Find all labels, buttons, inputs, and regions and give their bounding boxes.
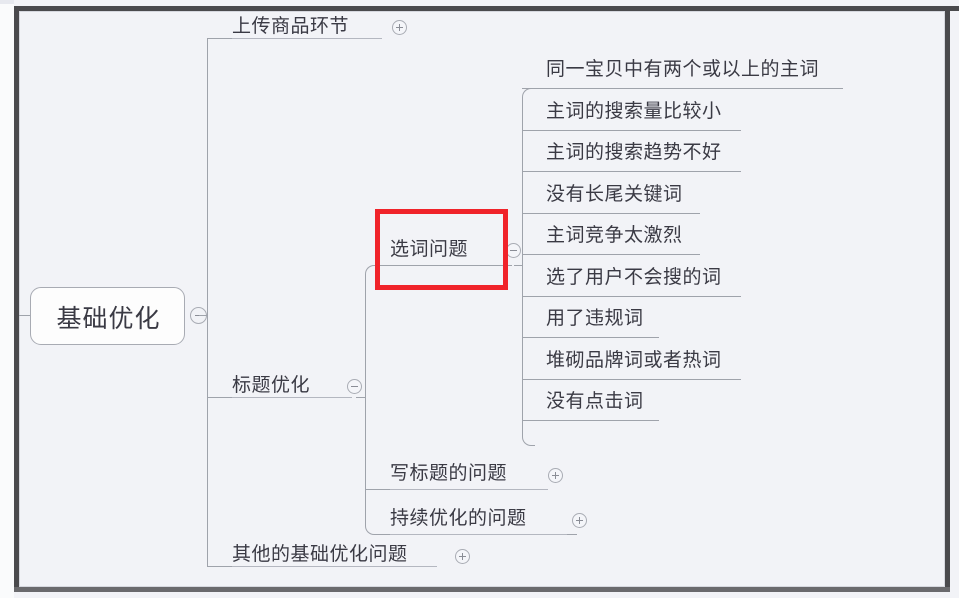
node-other-basic-issues-expand-icon[interactable] [455,549,470,564]
node-upload-stage-expand-icon[interactable] [392,20,407,35]
node-writing-title-issue-expand-icon[interactable] [548,468,563,483]
connector-level4-corner-bottom [522,433,535,446]
leaf-node-label[interactable]: 没有点击词 [546,390,644,412]
leaf-node-label[interactable]: 用了违规词 [546,307,644,329]
node-title-optimization-collapse-icon[interactable] [347,379,362,394]
connector-stub-leaf [522,171,741,172]
leaf-node-label[interactable]: 没有长尾关键词 [546,183,683,205]
leaf-node-label[interactable]: 主词的搜索量比较小 [546,100,722,122]
node-other-basic-issues-label[interactable]: 其他的基础优化问题 [232,543,408,565]
node-word-selection-issue-label[interactable]: 选词问题 [390,238,469,260]
leaf-node-label[interactable]: 堆砌品牌词或者热词 [546,349,722,371]
leaf-node-label[interactable]: 主词的搜索趋势不好 [546,141,722,163]
connector-trunk-level4 [522,99,523,434]
connector-level3-corner-bottom [365,522,378,535]
node-writing-title-issue-underline [390,489,548,490]
connector-stub-leaf [522,88,843,89]
node-continuous-optimization-issue-underline [390,534,567,535]
window-edge-strip-top [0,0,14,4]
node-writing-title-issue-label[interactable]: 写标题的问题 [390,462,508,484]
node-continuous-optimization-issue-expand-icon[interactable] [572,513,587,528]
node-title-optimization-label[interactable]: 标题优化 [232,374,311,396]
connector-trunk-level3 [365,276,366,523]
connector-level3-corner-top [365,265,378,278]
connector-trunk-level2 [207,38,208,566]
leaf-node-label[interactable]: 选了用户不会搜的词 [546,266,722,288]
node-upload-stage-underline [232,38,382,39]
node-other-basic-issues-underline [232,566,437,567]
connector-word-issue-to-level4 [514,265,523,266]
connector-stub-leaf [522,130,741,131]
leaf-node-label[interactable]: 主词竞争太激烈 [546,224,683,246]
connector-stub-leaf [522,379,741,380]
connector-root-to-trunk [199,315,208,316]
node-title-optimization-underline [232,397,352,398]
connector-stub-leaf [522,337,659,338]
connector-stub-word-issue [377,265,512,266]
window-frame-left [14,6,19,592]
window-edge-strip-left [0,4,14,598]
window-frame-right [945,6,950,592]
root-node[interactable]: 基础优化 [30,287,185,345]
node-upload-stage-label[interactable]: 上传商品环节 [232,15,350,37]
connector-stub-leaf [522,420,659,421]
connector-stub-leaf [522,213,700,214]
node-word-selection-issue-collapse-icon[interactable] [506,243,521,258]
connector-title-to-level3 [356,397,366,398]
leaf-node-label[interactable]: 同一宝贝中有两个或以上的主词 [546,58,820,80]
window-frame-bottom [14,587,950,592]
highlight-annotation-box [375,209,508,290]
root-node-label: 基础优化 [56,304,161,333]
connector-root-stem [19,315,33,316]
connector-stub-leaf [522,296,741,297]
window-frame-top [14,6,959,11]
node-continuous-optimization-issue-label[interactable]: 持续优化的问题 [390,507,527,529]
connector-level4-corner-top [522,88,535,101]
connector-stub-leaf [522,254,700,255]
